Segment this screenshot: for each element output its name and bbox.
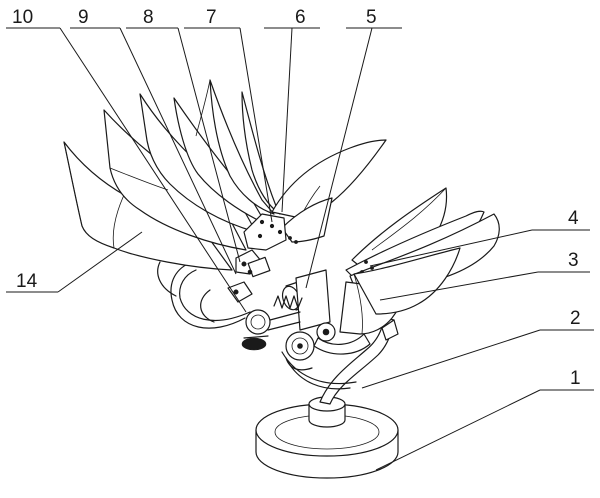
left-petals xyxy=(63,79,387,271)
callout-14: 14 xyxy=(16,271,38,292)
left-hub xyxy=(227,213,298,303)
gear-train xyxy=(241,309,336,371)
callout-1: 1 xyxy=(570,368,581,389)
support-arm xyxy=(281,317,395,405)
right-petals xyxy=(339,187,500,341)
gearbox xyxy=(241,269,371,371)
callout-7: 7 xyxy=(206,7,217,28)
callout-2: 2 xyxy=(570,308,581,329)
base-pedestal xyxy=(255,396,399,479)
callout-4: 4 xyxy=(568,208,579,229)
callout-6: 6 xyxy=(295,7,306,28)
frame-rods xyxy=(157,261,251,329)
leader-lines xyxy=(6,27,594,471)
callout-5: 5 xyxy=(366,7,377,28)
callout-10: 10 xyxy=(12,7,33,28)
callout-labels: 10 9 8 7 6 5 4 3 2 1 14 xyxy=(12,7,581,389)
callout-9: 9 xyxy=(78,7,89,28)
callout-3: 3 xyxy=(568,250,579,271)
callout-8: 8 xyxy=(143,7,154,28)
